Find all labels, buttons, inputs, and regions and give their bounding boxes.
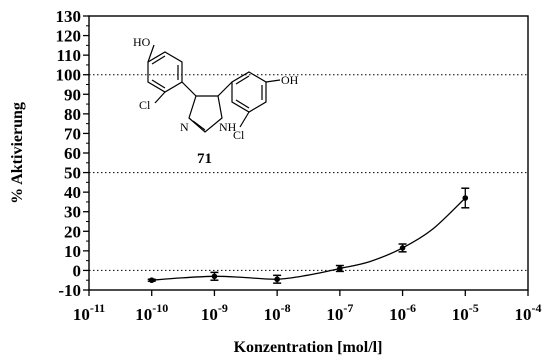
y-tick-label: 130: [56, 7, 82, 26]
data-point: [148, 277, 155, 284]
y-tick-label: 120: [56, 27, 82, 46]
x-tick-label: 10-5: [452, 301, 479, 324]
data-point: [462, 195, 469, 201]
left-phenyl-ring: [147, 51, 183, 93]
right-ring-inner-bond-3: [235, 99, 250, 109]
x-tick-label: 10-4: [515, 301, 542, 324]
left-ring-inner-bond-1: [151, 55, 166, 65]
molecule-structure: [147, 44, 281, 133]
mol-label-oh: OH: [281, 73, 299, 87]
fit-curve-group: [151, 197, 466, 281]
mol-label-ho: HO: [133, 35, 151, 49]
right-ring-inner-bond-1: [235, 75, 250, 85]
data-points: [147, 187, 470, 284]
imidazoline-double-bond: [192, 120, 206, 131]
y-tick-label: 80: [64, 105, 81, 124]
x-axis-title: Konzentration [mol/l]: [234, 339, 383, 356]
y-tick-label: 100: [56, 66, 82, 85]
cl1-bond: [154, 91, 166, 104]
plot-area-border: [88, 15, 529, 291]
x-ticks: 10-11 10-10 10-9 10-8 10-7 10-6 10-5 10-4: [73, 290, 542, 324]
data-point: [211, 273, 218, 280]
y-tick-label: 10: [64, 242, 81, 261]
data-point: [337, 265, 343, 272]
x-tick-label: 10-8: [264, 301, 291, 324]
y-tick-label: 40: [64, 183, 81, 202]
x-tick-label: 10-11: [73, 301, 105, 324]
cl2-bond: [239, 111, 250, 128]
data-point: [399, 245, 406, 251]
right-phenyl-ring: [231, 71, 267, 113]
x-tick-label: 10-9: [201, 301, 228, 324]
left-ring-to-imidazole: [181, 81, 197, 97]
y-tick-label: 30: [64, 203, 81, 222]
y-tick-label: 20: [64, 222, 81, 241]
y-axis-title: % Aktivierung: [9, 102, 26, 204]
plot-frame: [88, 15, 529, 291]
y-tick-label: 110: [56, 46, 81, 65]
y-tick-label: 90: [64, 85, 81, 104]
data-point: [274, 276, 280, 283]
x-tick-label: 10-6: [389, 301, 416, 324]
left-ring-inner-bond-3: [151, 79, 166, 89]
y-tick-label: 60: [64, 144, 81, 163]
mol-label-cl-left: Cl: [139, 98, 151, 112]
ho-bond: [147, 44, 155, 63]
reference-lines: [89, 74, 528, 271]
imidazoline-ring: [188, 95, 223, 133]
molecule-labels: HO Cl N NH OH Cl 71: [133, 35, 299, 167]
y-tick-label: 0: [73, 261, 82, 280]
mol-label-n: N: [180, 120, 189, 134]
y-tick-label: 70: [64, 124, 81, 143]
y-tick-label: -10: [58, 281, 81, 300]
x-tick-label: 10-7: [326, 301, 353, 324]
x-tick-label: 10-10: [135, 301, 168, 324]
imidazole-to-right-ring: [217, 81, 233, 97]
mol-label-cl-right: Cl: [233, 128, 245, 142]
y-tick-label: 50: [64, 164, 81, 183]
oh-bond: [265, 79, 281, 83]
mol-label-nh: NH: [219, 120, 237, 134]
compound-number: 71: [197, 151, 212, 167]
fit-curve: [151, 197, 466, 281]
